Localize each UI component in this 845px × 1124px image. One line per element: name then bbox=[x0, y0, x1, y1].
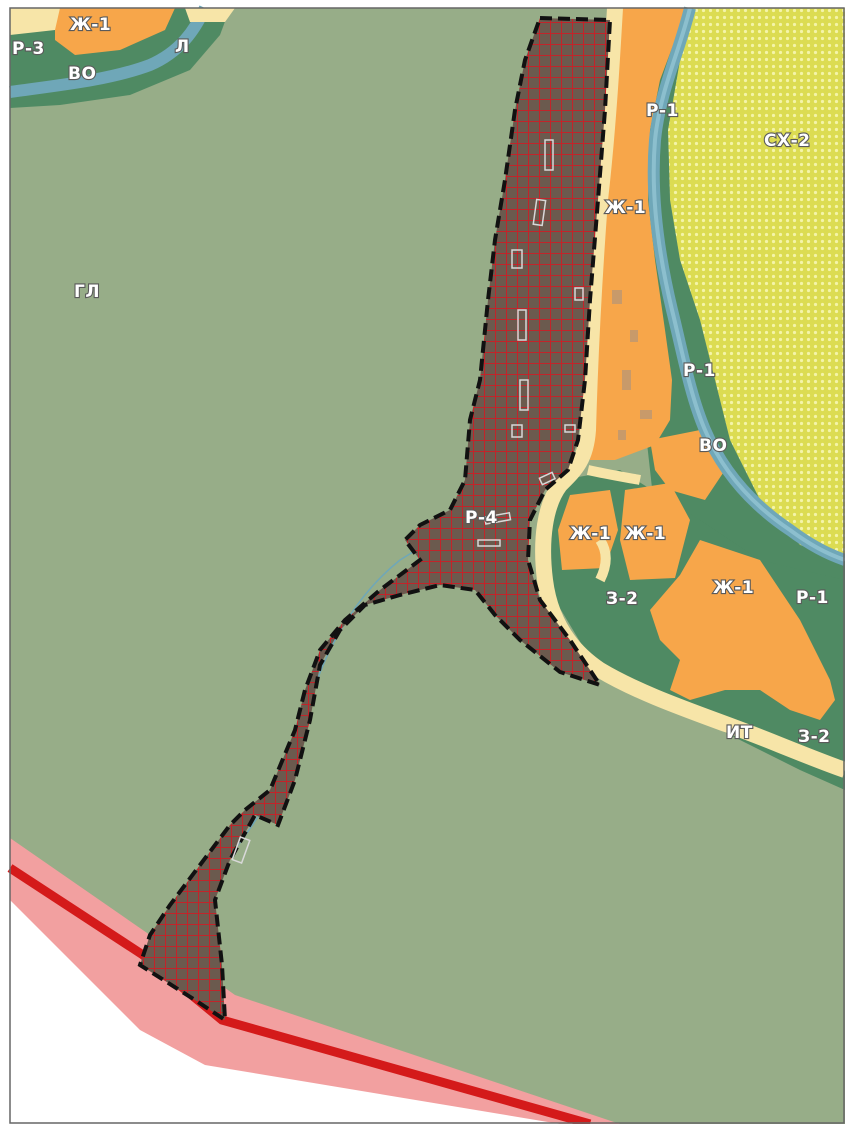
building bbox=[538, 471, 557, 486]
residential-block-d bbox=[650, 430, 725, 500]
road-top-left bbox=[185, 8, 235, 22]
map-frame bbox=[9, 7, 845, 1124]
river-right-inner bbox=[651, 7, 845, 562]
zone-label-l: Л bbox=[175, 37, 190, 57]
zone-label-p1: Р-1 bbox=[683, 361, 716, 381]
building bbox=[622, 370, 631, 390]
boundary-buffer-zone bbox=[10, 838, 620, 1124]
building bbox=[574, 287, 584, 301]
recreation-zone-p4 bbox=[137, 15, 613, 1024]
zone-label-zh1: Ж-1 bbox=[713, 578, 754, 598]
zone-label-vo: ВО bbox=[699, 436, 727, 456]
zone-label-z2: З-2 bbox=[798, 727, 830, 747]
building bbox=[564, 424, 576, 433]
main-road bbox=[535, 7, 845, 778]
building bbox=[532, 198, 547, 227]
zone-label-z2: З-2 bbox=[606, 589, 638, 609]
zone-label-zh1: Ж-1 bbox=[605, 198, 646, 218]
zone-label-p4: Р-4 bbox=[465, 508, 498, 528]
zone-label-it: ИТ bbox=[726, 723, 753, 743]
zone-label-zh1: Ж-1 bbox=[70, 15, 111, 35]
outside-area bbox=[10, 885, 560, 1124]
building bbox=[511, 424, 523, 438]
side-road bbox=[586, 465, 641, 583]
cream-area-top-left bbox=[10, 8, 60, 35]
zone-label-sx2: СХ-2 bbox=[764, 131, 810, 151]
building bbox=[511, 249, 523, 269]
building bbox=[519, 379, 529, 411]
building bbox=[612, 290, 622, 304]
residential-area-top-left bbox=[55, 8, 175, 55]
zone-label-p1: Р-1 bbox=[796, 588, 829, 608]
zone-label-p3: Р-3 bbox=[12, 39, 45, 59]
residential-block-b bbox=[620, 483, 690, 580]
zone-label-vo: ВО bbox=[68, 64, 96, 84]
building bbox=[477, 539, 501, 547]
zone-label-gl: ГЛ bbox=[74, 282, 100, 302]
building bbox=[231, 836, 251, 864]
building bbox=[483, 511, 512, 525]
building bbox=[618, 430, 626, 440]
zone-label-zh1: Ж-1 bbox=[570, 524, 611, 544]
building bbox=[640, 410, 652, 419]
zone-label-p1: Р-1 bbox=[646, 101, 679, 121]
building bbox=[517, 309, 527, 341]
zone-label-zh1: Ж-1 bbox=[625, 524, 666, 544]
residential-block-c bbox=[650, 540, 835, 720]
river-top-left bbox=[9, 5, 211, 98]
building bbox=[544, 139, 554, 171]
agricultural-zone-area bbox=[668, 8, 845, 560]
building bbox=[630, 330, 638, 342]
